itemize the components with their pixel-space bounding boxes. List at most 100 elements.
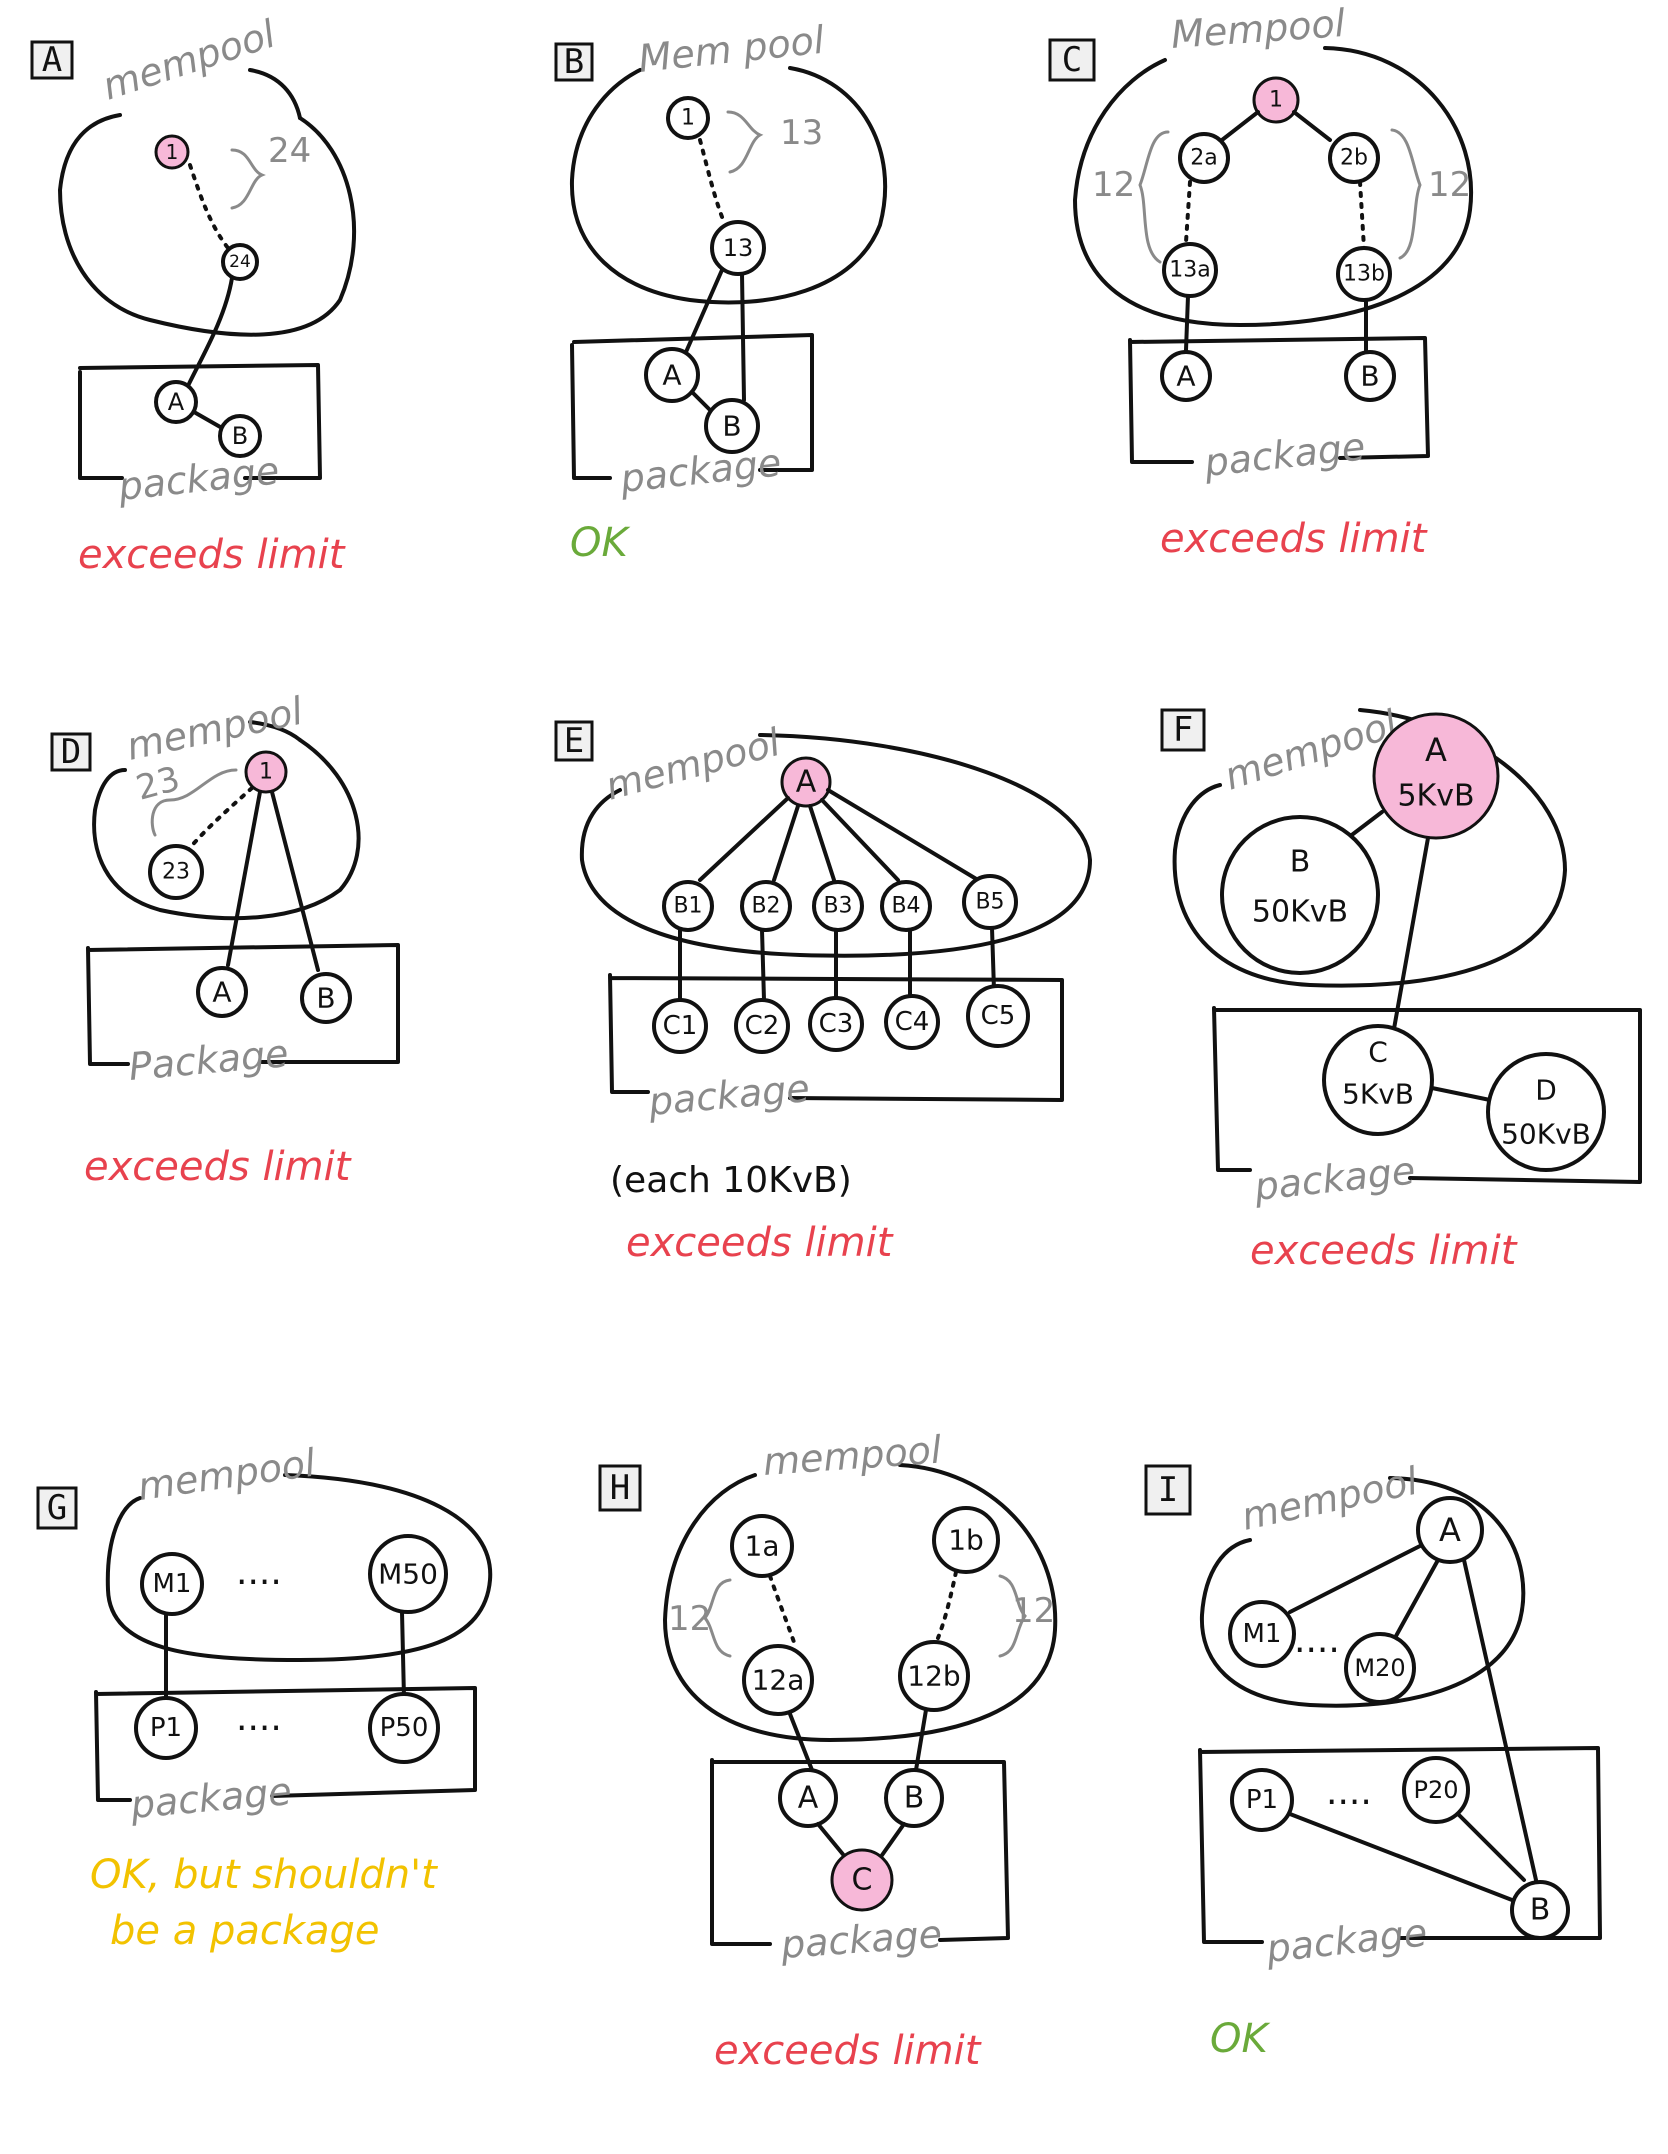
panel-a-count: 24 xyxy=(268,131,311,171)
panel-h-node-1a-label: 1a xyxy=(745,1530,780,1563)
panel-h-node-b-label: B xyxy=(904,1781,925,1816)
panel-h-brace-right xyxy=(998,1574,1027,1658)
panel-h: H mempool 1a 1b 12 12 12a 12b package A … xyxy=(598,1428,1058,2074)
panel-c: C Mempool 1 2a 2b 12 12 13a 13b package … xyxy=(1048,1,1474,562)
panel-i-node-p20-label: P20 xyxy=(1413,1776,1458,1804)
panel-c-count-right: 12 xyxy=(1428,165,1471,205)
panel-a-letter: A xyxy=(42,40,62,80)
panel-h-edge-12a-a xyxy=(788,1712,814,1772)
panel-c-mempool-label: Mempool xyxy=(1170,1,1347,57)
panel-g-mempool-label: mempool xyxy=(135,1440,318,1508)
panel-e-node-c4-label: C4 xyxy=(895,1007,930,1037)
panel-e-node-c3-label: C3 xyxy=(819,1009,854,1039)
panel-c-chain-left-dots xyxy=(1184,180,1192,244)
panel-e-node-b1 xyxy=(662,880,714,932)
panel-g-mempool-outline xyxy=(105,1473,493,1662)
panel-c-edge-1-2a xyxy=(1220,110,1260,142)
panel-a-edge-24-a xyxy=(184,276,234,392)
panel-c-node-1 xyxy=(1252,76,1300,124)
panel-i-letter-box xyxy=(1144,1464,1192,1516)
panel-b-brace xyxy=(726,110,764,174)
panel-h-package-label: package xyxy=(779,1912,944,1967)
panel-e-letter-box xyxy=(554,720,594,762)
panel-d-brace xyxy=(150,768,238,837)
panel-f-node-a-label: A xyxy=(1425,731,1447,769)
panel-b-node-b-label: B xyxy=(722,410,741,443)
panel-c-mempool-outline xyxy=(1073,46,1474,327)
panel-d-mempool-outline xyxy=(92,738,361,921)
panel-i-letter: I xyxy=(1158,1470,1178,1510)
panel-g-node-m1-label: M1 xyxy=(153,1569,192,1599)
panel-d-letter-box xyxy=(50,732,92,772)
panel-b-node-a-label: A xyxy=(662,359,681,392)
panel-h-node-c xyxy=(830,1848,894,1912)
panel-h-letter-box xyxy=(598,1464,642,1512)
panel-g-package-box xyxy=(94,1686,477,1802)
panel-e-c-row: C1 C2 C3 C4 C5 xyxy=(652,984,1030,1054)
panel-e-edge-a-b3 xyxy=(808,804,836,882)
panel-c-chain-right-dots xyxy=(1358,180,1366,250)
panel-a-mempool-outline xyxy=(58,113,357,337)
panel-e-node-b2-label: B2 xyxy=(751,894,780,919)
panel-c-edge-13a-a xyxy=(1184,294,1190,352)
panel-h-node-12a-label: 12a xyxy=(752,1664,805,1697)
panel-e-note: (each 10KvB) xyxy=(610,1160,852,1201)
panel-f-package-label: package xyxy=(1251,1148,1417,1209)
panel-e-edge-a-b5 xyxy=(826,788,980,882)
panel-c-node-a-label: A xyxy=(1176,360,1195,393)
panel-c-edge-1-2b xyxy=(1292,110,1332,142)
panel-f-node-c-label: C xyxy=(1368,1036,1388,1069)
panel-g-mempool-dots: .... xyxy=(236,1552,282,1593)
panel-d-node-b xyxy=(300,972,352,1024)
panel-i-node-m20 xyxy=(1344,1632,1416,1704)
panel-c-node-2a xyxy=(1178,132,1230,184)
panel-e-edge-b5-c5 xyxy=(990,926,996,992)
panel-h-edge-12b-b xyxy=(914,1708,928,1772)
panel-f-node-d-size: 50KvB xyxy=(1501,1118,1591,1151)
panel-f-node-d xyxy=(1486,1052,1606,1172)
panel-d-chain-dots xyxy=(186,786,254,852)
panel-e-node-c1-label: C1 xyxy=(663,1011,698,1041)
panel-e-node-b4 xyxy=(880,880,932,932)
panel-h-node-12b-label: 12b xyxy=(907,1660,960,1693)
panel-h-node-a-label: A xyxy=(798,1781,819,1816)
panel-i-mempool-dots: .... xyxy=(1294,1620,1340,1661)
panel-e: E mempool A B1 B2 B3 B4 B5 package xyxy=(554,720,1092,1266)
panel-g-node-m50 xyxy=(368,1534,448,1614)
panel-i-node-m1 xyxy=(1228,1600,1296,1668)
panel-h-edge-b-c xyxy=(878,1822,906,1860)
panel-d-node-a-label: A xyxy=(212,976,231,1009)
panel-c-node-2b xyxy=(1328,132,1380,184)
panel-g-package-dots: .... xyxy=(236,1698,282,1739)
panel-a-brace xyxy=(230,148,266,210)
panel-b-edge-13-b xyxy=(740,272,746,402)
panel-c-letter: C xyxy=(1062,40,1082,80)
panel-h-chain-right-dots xyxy=(936,1570,958,1640)
panel-c-letter-box xyxy=(1048,38,1096,82)
panel-h-mempool-label: mempool xyxy=(762,1428,944,1484)
panel-a-mempool-label: mempool xyxy=(97,11,281,108)
panel-i-mempool-outline xyxy=(1199,1476,1526,1708)
panel-h-package-box xyxy=(710,1758,1010,1946)
panel-b-verdict: OK xyxy=(570,520,630,566)
panel-a-chain-dots xyxy=(188,163,230,250)
panel-e-mempool-outline xyxy=(579,733,1092,958)
panel-g-node-m1 xyxy=(140,1552,204,1616)
panel-i-node-b xyxy=(1510,1880,1570,1940)
panel-i-node-p1-label: P1 xyxy=(1246,1785,1278,1815)
panel-i-verdict: OK xyxy=(1210,2016,1270,2062)
panel-g-node-p1 xyxy=(134,1696,198,1760)
panel-b-edge-a-b xyxy=(690,390,714,414)
panel-b-node-13 xyxy=(710,220,766,276)
panel-a-letter-box xyxy=(30,40,74,80)
panel-a: A mempool 1 24 24 package A B exceeds li… xyxy=(30,11,357,578)
panel-a-node-24-label: 24 xyxy=(229,252,251,272)
panel-g-letter: G xyxy=(47,1488,67,1528)
panel-c-node-2b-label: 2b xyxy=(1340,146,1368,171)
panel-e-letter: E xyxy=(564,721,584,761)
panel-h-node-b xyxy=(884,1768,944,1828)
panel-g-verdict-line2: be a package xyxy=(110,1908,380,1954)
panel-i-mempool-label: mempool xyxy=(1238,1459,1422,1539)
panel-a-edge-a-b xyxy=(192,410,224,430)
panel-c-brace-left xyxy=(1138,130,1170,264)
